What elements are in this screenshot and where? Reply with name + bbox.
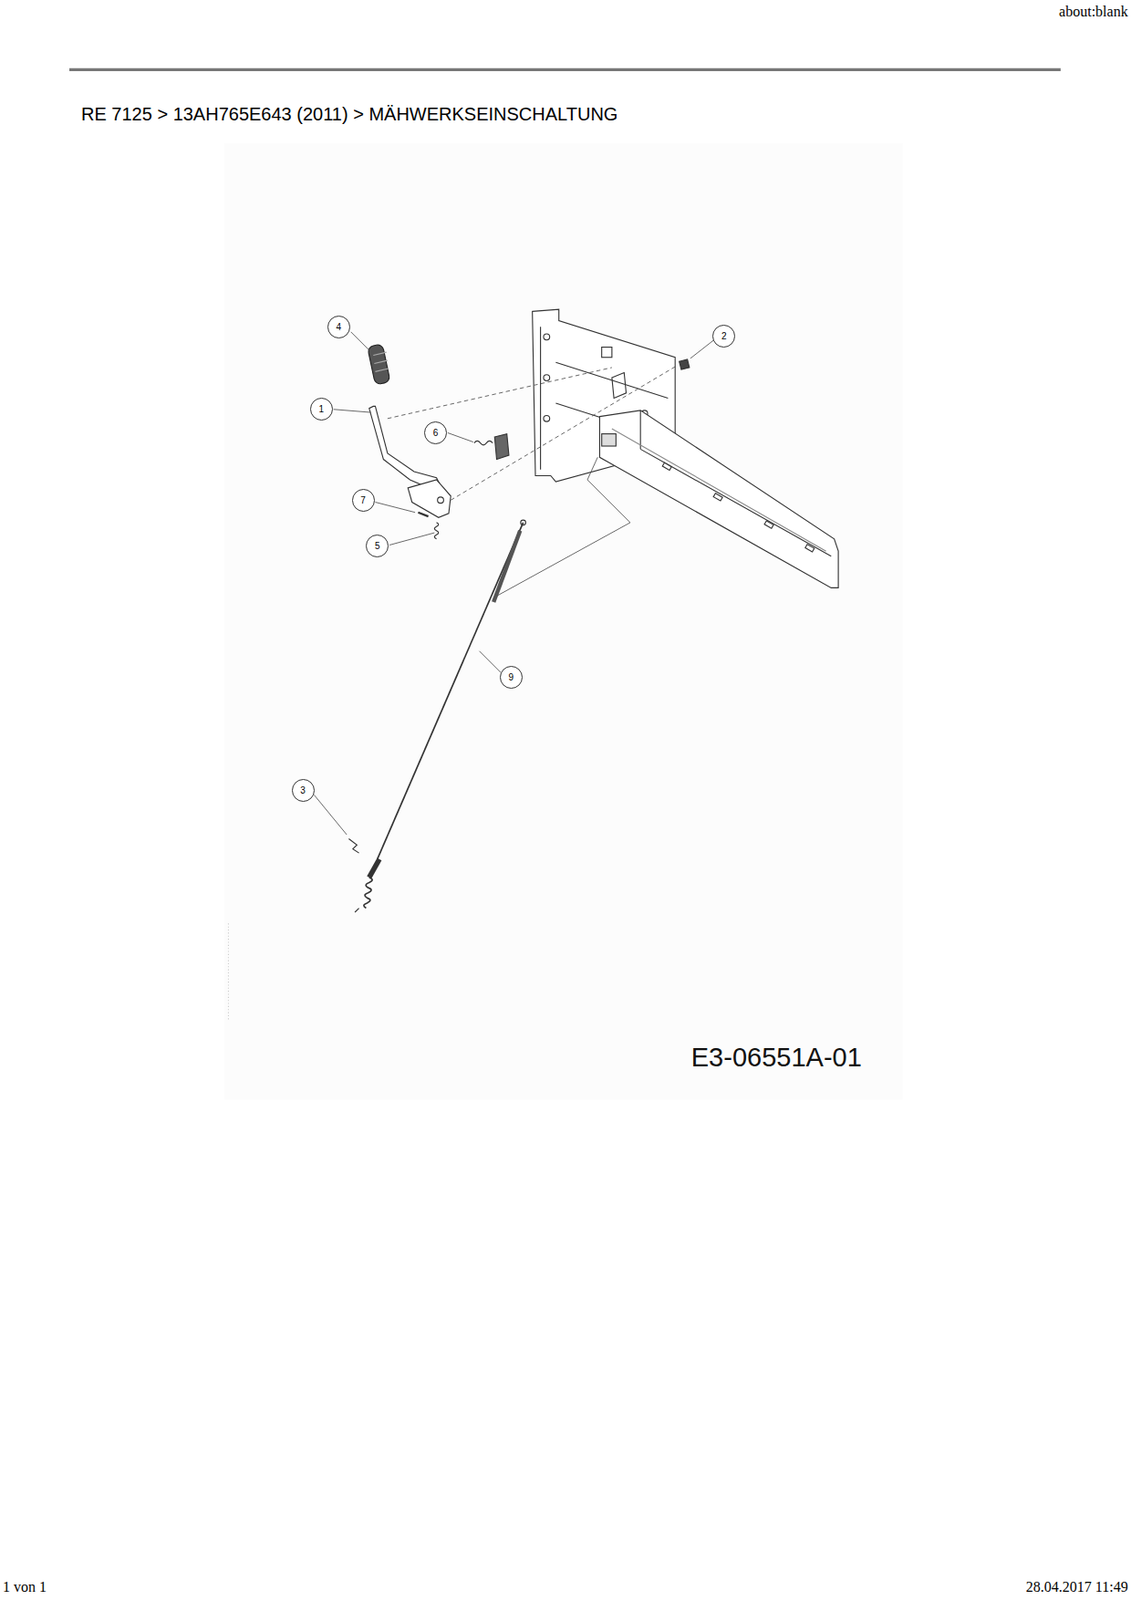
- browser-header: about:blank: [1058, 3, 1129, 21]
- callout-number: 6: [424, 421, 447, 445]
- cable: [354, 519, 526, 913]
- breadcrumb-title: RE 7125 > 13AH765E643 (2011) > MÄHWERKSE…: [81, 103, 618, 125]
- callout-number: 1: [310, 397, 333, 421]
- leader-lines: [313, 332, 714, 835]
- small-parts: [348, 359, 689, 853]
- lever: [369, 405, 451, 518]
- figure-ground: [224, 143, 903, 1100]
- drawing-number: E3-06551A-01: [691, 1042, 862, 1073]
- page-footer: 1 von 1: [2, 1578, 47, 1596]
- callout-number: 7: [352, 488, 375, 512]
- callout-number: 3: [291, 778, 315, 802]
- header-rule: [69, 68, 1061, 72]
- callout-number: 4: [327, 315, 351, 339]
- callout-number: 9: [499, 665, 523, 689]
- print-date: 28.04.2017 11:49: [1026, 1578, 1129, 1596]
- frame-rail: [599, 410, 839, 589]
- callout-number: 5: [365, 534, 389, 558]
- scan-mark: [228, 923, 229, 1020]
- handle-grip: [367, 343, 391, 385]
